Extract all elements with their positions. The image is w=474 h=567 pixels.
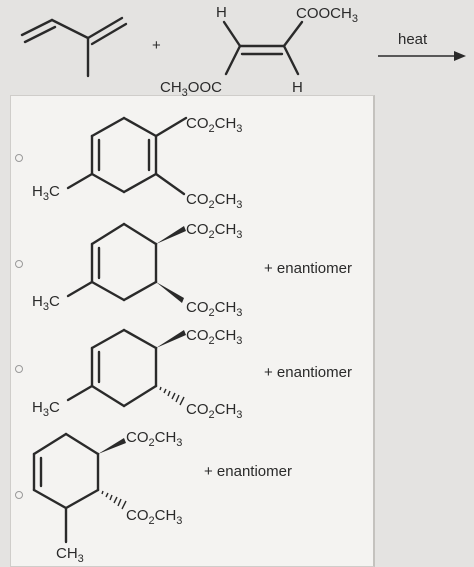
option-1-methyl: H3C	[32, 183, 60, 203]
option-4-ester-bottom: CO2CH3	[126, 507, 182, 527]
dimethyl-fumarate-structure: H COOCH3 CH3OOC H	[160, 4, 358, 99]
option-2-enantiomer-note: + enantiomer	[264, 260, 352, 277]
option-3-radio[interactable]	[15, 365, 23, 373]
option-1-radio[interactable]	[15, 154, 23, 162]
option-2-radio[interactable]	[15, 260, 23, 268]
option-1-ester-bottom: CO2CH3	[186, 191, 242, 211]
option-3-enantiomer-note: + enantiomer	[264, 364, 352, 381]
plus-sign: +	[152, 37, 161, 54]
option-2-methyl: H3C	[32, 293, 60, 313]
option-4-ester-top: CO2CH3	[126, 429, 182, 449]
option-2-structure	[66, 222, 186, 303]
option-1-structure	[66, 116, 188, 196]
cooch3-top-label: COOCH3	[296, 5, 358, 25]
ch3ooc-label: CH3OOC	[160, 79, 222, 99]
option-3-ester-bottom: CO2CH3	[186, 401, 242, 421]
option-1[interactable]: CO2CH3 CO2CH3 H3C	[15, 115, 243, 211]
isoprene-structure	[20, 16, 128, 78]
option-4[interactable]: CO2CH3 CO2CH3 CH3 + enantiomer	[15, 429, 292, 565]
option-3-methyl: H3C	[32, 399, 60, 419]
heat-label: heat	[398, 31, 428, 48]
option-1-ester-top: CO2CH3	[186, 115, 242, 135]
option-2-ester-top: CO2CH3	[186, 221, 242, 241]
answer-options-panel	[10, 95, 375, 567]
option-4-radio[interactable]	[15, 491, 23, 499]
option-3-structure	[66, 328, 186, 408]
option-4-structure	[32, 432, 127, 544]
reaction-arrow	[378, 51, 466, 61]
h-atom-bottom: H	[292, 79, 303, 96]
option-4-methyl: CH3	[56, 545, 84, 565]
option-4-enantiomer-note: + enantiomer	[204, 463, 292, 480]
option-3-ester-top: CO2CH3	[186, 327, 242, 347]
option-3[interactable]: CO2CH3 CO2CH3 H3C + enantiomer	[15, 327, 352, 421]
h-atom-top: H	[216, 4, 227, 21]
option-2[interactable]: CO2CH3 CO2CH3 H3C + enantiomer	[15, 221, 352, 319]
option-2-ester-bottom: CO2CH3	[186, 299, 242, 319]
